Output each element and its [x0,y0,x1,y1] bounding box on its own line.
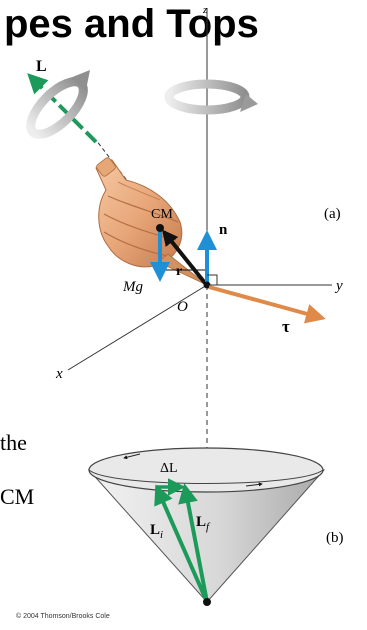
torque-label: τ [282,317,290,336]
diagram-b-tag: (b) [326,530,344,546]
weight-label: Mg [122,279,143,295]
l-final-arrow [178,483,209,603]
rim-arrow-right [245,482,263,487]
l-final-label: Lf [196,514,211,533]
origin-label: O [177,299,188,315]
delta-l-label: ΔL [160,461,178,476]
spin-rotation-arrow [26,70,90,139]
y-axis-label: y [334,278,343,294]
center-of-mass-dot [156,224,164,232]
angular-momentum-label: L [36,58,47,75]
position-vector-label: r [176,264,182,279]
center-of-mass-label: CM [151,207,173,222]
x-axis-label: x [55,366,63,382]
copyright-text: © 2004 Thomson/Brooks Cole [16,613,110,620]
torque-arrow [208,285,326,324]
z-axis-label: z [202,4,208,16]
precession-cone [87,447,326,603]
rim-arrow-left [123,453,141,460]
diagram-a-tag: (a) [324,206,341,222]
x-axis [67,284,208,371]
cone-apex-point [203,598,211,606]
right-angle-mark [207,274,218,285]
normal-force-label: n [219,222,228,238]
angular-momentum-arrow [27,73,98,144]
z-rotation-arrow [164,79,258,115]
position-vector-arrow [161,229,207,285]
l-initial-arrow [154,484,209,603]
page-title: pes and Tops [4,2,259,46]
side-text-line-2: CM [0,484,35,509]
l-initial-label: Li [150,522,163,541]
side-text-line-1: the [0,430,27,455]
origin-point [203,281,211,289]
